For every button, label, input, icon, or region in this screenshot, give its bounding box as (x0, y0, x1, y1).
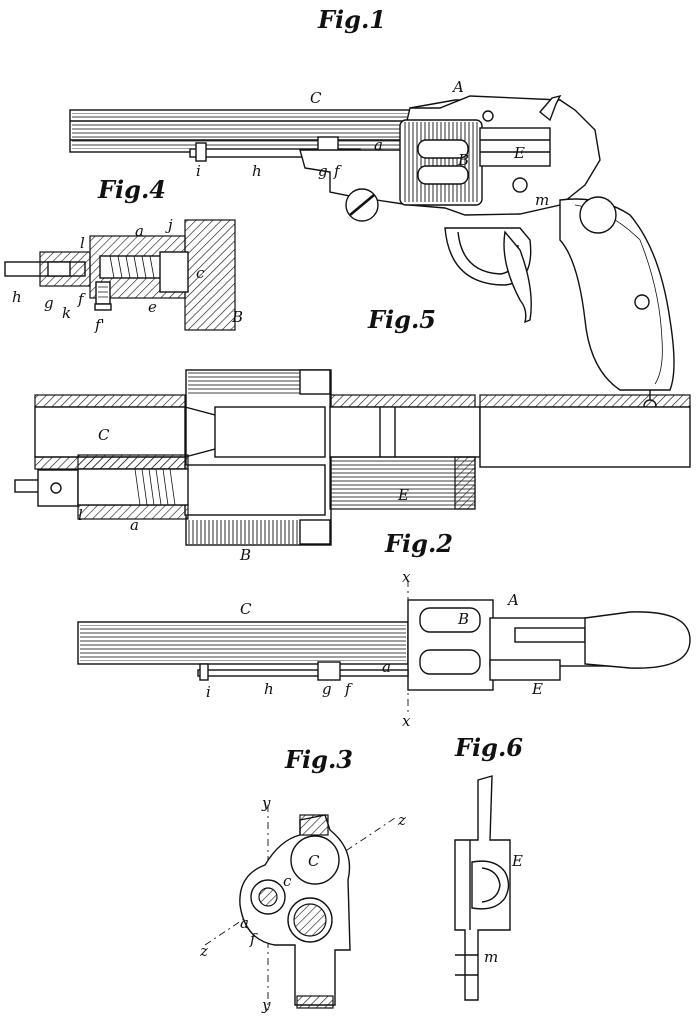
fig3-label-a: a (240, 914, 249, 932)
fig2-label-g: g (322, 680, 332, 698)
fig2-label-i: i (206, 683, 211, 701)
fig5-label-a: a (130, 516, 139, 534)
fig3-label-y-top: y (261, 794, 271, 812)
fig2-label-a: a (382, 658, 391, 676)
figure-3: Fig.3 y z C c a f z y (199, 745, 406, 1014)
fig1-label-h: h (252, 162, 262, 180)
fig2-label-B: B (457, 610, 469, 628)
fig4-label-h: h (12, 288, 22, 306)
fig6-label-E: E (511, 852, 523, 870)
fig2-label-C: C (240, 600, 252, 618)
fig2-label-x-top: x (402, 568, 411, 586)
figure-4: Fig.4 a j l c h g k f e f' B (4, 175, 243, 334)
fig1-label-a: a (374, 136, 383, 154)
fig1-label-C: C (310, 89, 322, 107)
fig4-label-a: a (135, 222, 144, 240)
fig5-label-l: l (78, 506, 83, 524)
fig4-label-c: c (196, 264, 205, 282)
fig2-label-x-bottom: x (402, 712, 411, 730)
fig3-label-z-left: z (199, 942, 208, 960)
fig3-label-f: f (249, 930, 258, 948)
fig5-label-B: B (239, 546, 251, 564)
figure-5-title: Fig.5 (367, 305, 436, 334)
fig2-label-h: h (264, 680, 274, 698)
fig3-label-c: c (283, 872, 292, 890)
figure-6: Fig.6 E m (454, 733, 523, 1001)
fig4-label-k: k (62, 304, 71, 322)
fig2-label-A: A (506, 591, 519, 609)
fig4-label-f-prime: f' (94, 316, 105, 334)
figure-1: Fig.1 (69, 5, 675, 413)
figure-6-title: Fig.6 (454, 733, 523, 762)
fig1-label-m: m (535, 191, 549, 209)
fig5-label-C: C (98, 426, 110, 444)
fig1-label-B: B (457, 151, 469, 169)
figure-3-title: Fig.3 (284, 745, 353, 774)
fig6-label-m: m (484, 948, 498, 966)
fig3-label-y-bottom: y (261, 996, 271, 1014)
figure-4-title: Fig.4 (97, 175, 166, 204)
fig1-label-A: A (451, 78, 464, 96)
fig4-label-e: e (148, 298, 157, 316)
fig2-label-f: f (344, 680, 353, 698)
fig1-label-g: g (318, 162, 328, 180)
fig3-label-C: C (308, 852, 320, 870)
fig5-label-E: E (397, 486, 409, 504)
fig5-section-drawing (14, 369, 691, 546)
fig3-label-z-right: z (397, 811, 406, 829)
fig4-label-f: f (77, 290, 86, 308)
fig3-section-drawing (204, 805, 396, 1010)
fig2-plan-drawing (77, 580, 691, 715)
fig1-label-E: E (513, 144, 525, 162)
fig1-revolver-drawing (69, 94, 675, 413)
fig4-section-drawing (4, 219, 236, 331)
fig4-label-j: j (165, 216, 173, 234)
figure-2: Fig.2 x A C B a E i h g f x (77, 529, 691, 730)
fig2-label-E: E (531, 680, 543, 698)
fig1-label-i: i (196, 162, 201, 180)
fig4-label-l: l (80, 234, 85, 252)
fig4-label-B: B (231, 308, 243, 326)
fig6-extractor-drawing (454, 775, 511, 1001)
figure-5: Fig.5 (14, 305, 691, 564)
figure-2-title: Fig.2 (384, 529, 453, 558)
fig1-label-f: f (333, 162, 342, 180)
fig4-label-g: g (44, 294, 54, 312)
figure-1-title: Fig.1 (317, 5, 386, 34)
